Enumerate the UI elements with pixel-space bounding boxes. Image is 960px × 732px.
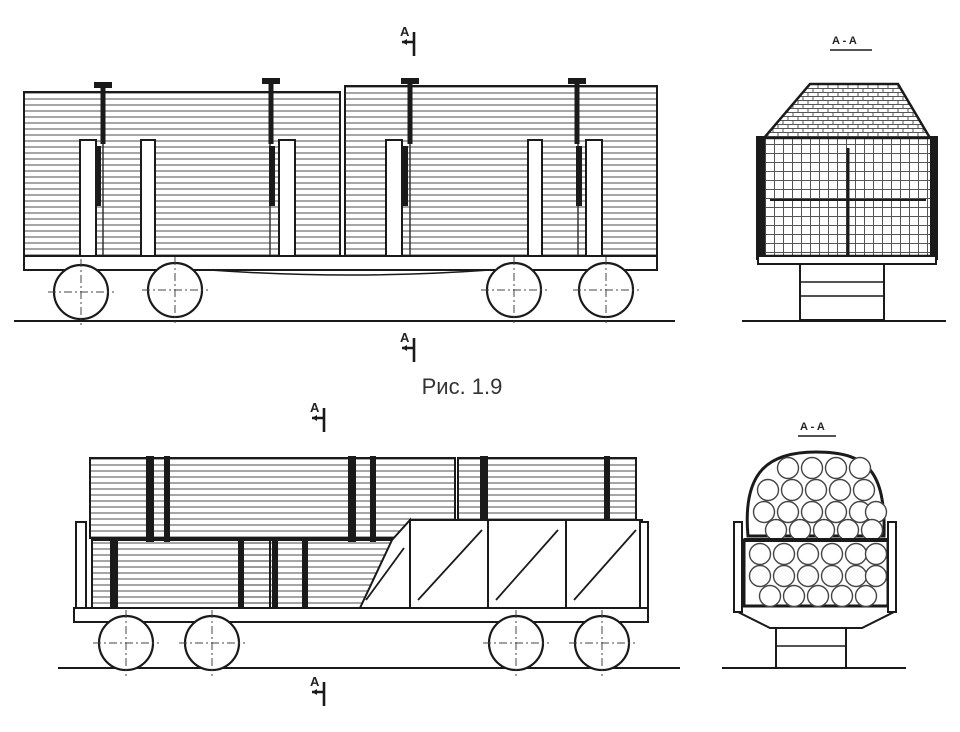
log-end (800, 500, 824, 524)
log-end (796, 542, 820, 566)
top-side-view: A A (14, 24, 675, 364)
section-mark-top: A (400, 24, 410, 39)
log-end (820, 564, 844, 588)
log-end (752, 500, 776, 524)
section-mark-bottom-2: A (310, 674, 320, 689)
log-end (764, 518, 788, 542)
log-end (772, 564, 796, 588)
log-end (860, 518, 884, 542)
log-end (756, 478, 780, 502)
top-cross-section: A - A (742, 35, 946, 322)
log-end (864, 564, 888, 588)
log-end (804, 478, 828, 502)
log-end (776, 456, 800, 480)
log-end (836, 518, 860, 542)
log-end (824, 456, 848, 480)
bottom-side-view: A A (58, 400, 680, 708)
bottom-cross-section: A - A (722, 421, 906, 669)
log-end (748, 564, 772, 588)
log-end (782, 584, 806, 608)
log-end (820, 542, 844, 566)
log-end (828, 478, 852, 502)
log-end (776, 500, 800, 524)
log-end (806, 584, 830, 608)
section-mark-bottom: A (400, 330, 410, 345)
log-end (844, 564, 868, 588)
log-end (796, 564, 820, 588)
log-end (772, 542, 796, 566)
log-end (848, 456, 872, 480)
log-end (824, 500, 848, 524)
log-end (854, 584, 878, 608)
log-end (800, 456, 824, 480)
log-end (758, 584, 782, 608)
log-end (844, 542, 868, 566)
log-end (830, 584, 854, 608)
figure-caption: Рис. 1.9 (421, 374, 503, 399)
log-end (788, 518, 812, 542)
log-end (864, 542, 888, 566)
log-end (748, 542, 772, 566)
log-end (852, 478, 876, 502)
section-title-top: A - A (832, 35, 857, 47)
section-title-bottom: A - A (800, 421, 825, 433)
log-end (812, 518, 836, 542)
section-mark-top-2: A (310, 400, 320, 415)
log-end (780, 478, 804, 502)
